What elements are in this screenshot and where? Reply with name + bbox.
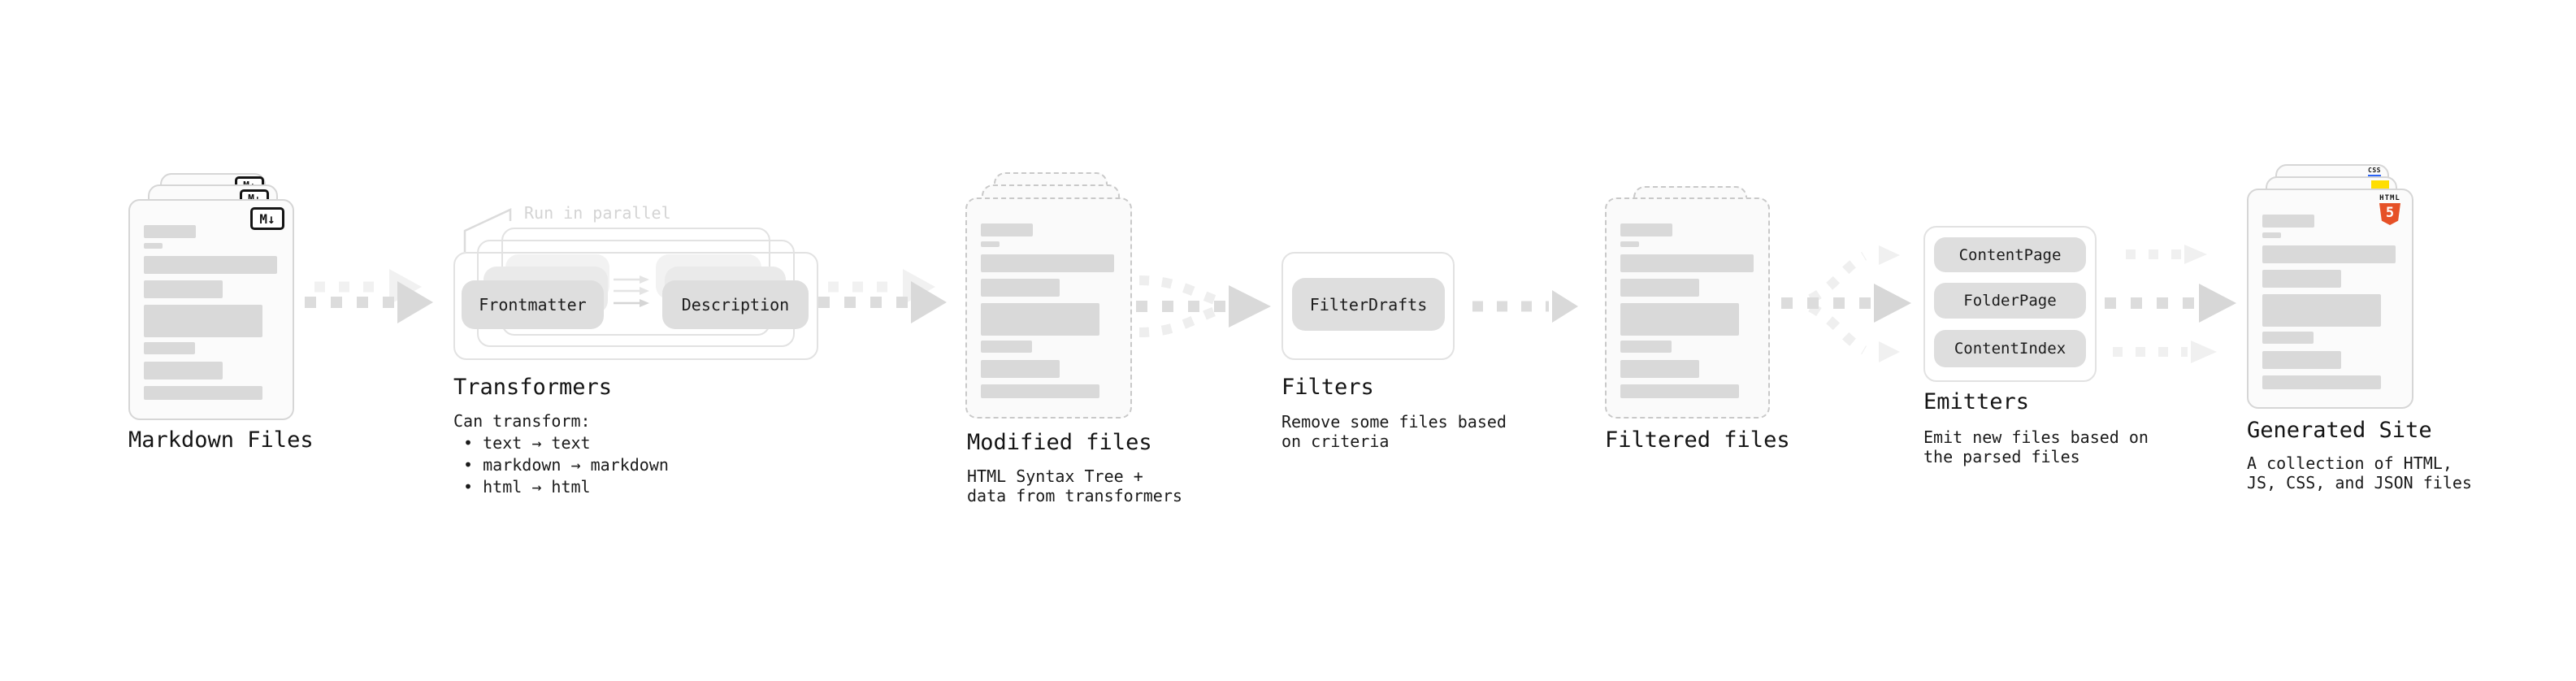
- flow-arrow-modified-to-filters: [1136, 275, 1271, 337]
- html5-shield: 5: [2379, 203, 2400, 225]
- text-line-bar: [981, 279, 1060, 297]
- html5-word: HTML: [2379, 194, 2400, 202]
- transformer-box-description: Description: [662, 280, 809, 329]
- parallel-callout-line: [463, 208, 512, 252]
- flow-arrow-markdown-to-transformers: [305, 269, 433, 323]
- text-line-bar: [1620, 360, 1699, 378]
- emitters-frame: [1923, 226, 2097, 382]
- transformer-frame: [453, 252, 818, 360]
- text-line-bar: [981, 254, 1114, 272]
- text-line-bar: [144, 225, 196, 238]
- text-line-bar: [1620, 279, 1699, 297]
- text-line-bar: [144, 305, 262, 337]
- text-line-bar: [2262, 232, 2281, 238]
- transformer-box-frontmatter: Frontmatter: [462, 280, 604, 329]
- emitter-box-contentindex: ContentIndex: [1934, 330, 2086, 367]
- emitter-box-folderpage: FolderPage: [1934, 283, 2086, 319]
- flow-arrow-transformers-to-modified: [818, 269, 947, 323]
- text-line-bar: [2262, 215, 2314, 228]
- text-line-bar: [144, 243, 163, 249]
- stage-label-modified-files: Modified files: [967, 430, 1152, 455]
- file-card: HTML 5: [2247, 189, 2413, 409]
- generated-description: A collection of HTML, JS, CSS, and JSON …: [2247, 453, 2472, 492]
- filters-frame: [1281, 252, 1455, 360]
- flow-arrow-filtered-to-emitters: [1781, 245, 1911, 362]
- text-line-bar: [981, 223, 1033, 236]
- emitters-description: Emit new files based on the parsed files: [1923, 427, 2149, 466]
- text-line-bar: [2262, 245, 2396, 263]
- text-line-bar: [1620, 384, 1739, 398]
- text-line-bar: [1620, 340, 1672, 353]
- text-line-bar: [981, 340, 1032, 353]
- text-line-bar: [144, 280, 223, 298]
- stage-label-filtered-files: Filtered files: [1605, 427, 1790, 453]
- modified-description: HTML Syntax Tree + data from transformer…: [967, 466, 1182, 505]
- stage-label-markdown-files: Markdown Files: [128, 427, 314, 453]
- stage-label-emitters: Emitters: [1923, 389, 2030, 414]
- css-icon: CSS: [2368, 167, 2381, 177]
- text-line-bar: [1620, 241, 1639, 247]
- text-line-bar: [2262, 294, 2381, 327]
- stage-label-transformers: Transformers: [453, 375, 613, 400]
- text-line-bar: [2262, 270, 2341, 288]
- text-line-bar: [1620, 303, 1739, 336]
- text-line-bar: [981, 303, 1099, 336]
- parallel-arrows-icon: [614, 275, 649, 307]
- text-line-bar: [981, 241, 1000, 247]
- parallel-note: Run in parallel: [524, 203, 671, 223]
- filter-box-filterdrafts: FilterDrafts: [1292, 278, 1445, 331]
- text-line-bar: [144, 256, 277, 274]
- text-line-bar: [144, 362, 223, 380]
- text-line-bar: [981, 360, 1060, 378]
- stage-label-filters: Filters: [1281, 375, 1374, 400]
- file-card: [965, 197, 1132, 419]
- text-line-bar: [2262, 332, 2314, 344]
- text-line-bar: [1620, 254, 1754, 272]
- html5-icon: HTML 5: [2378, 194, 2402, 225]
- file-card: M↓: [128, 199, 294, 420]
- text-line-bar: [144, 342, 195, 354]
- emitter-box-contentpage: ContentPage: [1934, 237, 2086, 272]
- text-line-bar: [981, 384, 1099, 398]
- file-card: [1605, 197, 1770, 419]
- text-line-bar: [1620, 223, 1672, 236]
- transformers-description: Can transform: • text → text • markdown …: [453, 411, 669, 497]
- flow-arrow-filters-to-filtered: [1472, 290, 1578, 323]
- text-line-bar: [144, 386, 262, 400]
- flow-arrow-emitters-to-generated: [2105, 245, 2236, 363]
- filters-description: Remove some files based on criteria: [1281, 412, 1507, 451]
- text-line-bar: [2262, 375, 2381, 389]
- markdown-icon: M↓: [250, 207, 284, 230]
- text-line-bar: [2262, 351, 2341, 369]
- stage-label-generated-site: Generated Site: [2247, 418, 2432, 443]
